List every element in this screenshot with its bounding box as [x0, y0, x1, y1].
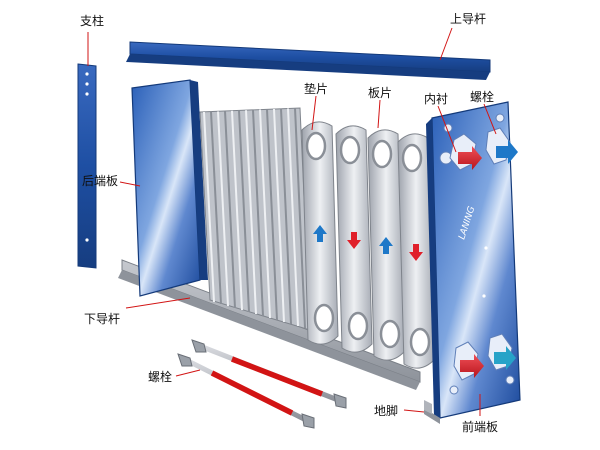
plate-pack: [199, 107, 311, 331]
cold-flow-arrow: [379, 237, 393, 254]
plate-edge: [273, 108, 285, 323]
plate-edge: [287, 108, 299, 327]
plate-port-bottom: [313, 303, 335, 333]
hot-flow-arrow: [347, 232, 361, 249]
label-upper-guide-bar: 上导杆: [450, 12, 487, 26]
plate-port-top: [305, 131, 327, 161]
plate-pack-edges: [203, 108, 306, 329]
hot-flow-arrow: [409, 244, 423, 261]
plate-edge: [224, 111, 236, 309]
plate-edge: [266, 109, 278, 321]
label-rear-end-plate: 后端板: [82, 174, 119, 188]
label-lower-guide-bar: 下导杆: [84, 312, 121, 326]
plate-port-top: [371, 139, 393, 169]
label-bolt-bottom: 螺栓: [148, 370, 173, 384]
label-foot: 地脚: [374, 404, 399, 418]
bolt-upper: [177, 353, 315, 429]
label-plate: 板片: [368, 86, 393, 100]
bolt-lower: [191, 339, 347, 409]
label-front-end-plate: 前端板: [462, 420, 499, 434]
label-gasket: 垫片: [304, 82, 329, 96]
inlet-hot-arrow: [458, 146, 482, 170]
plate-port-bottom: [347, 311, 369, 341]
heat-plate: [397, 133, 435, 369]
label-column: 支柱: [80, 14, 105, 28]
plates-group: [301, 121, 435, 369]
cold-flow-arrow: [313, 225, 327, 242]
plate-edge: [245, 110, 257, 315]
rear-end-plate: [124, 79, 208, 297]
upper-guide-bar: [126, 41, 491, 80]
plate-port-bottom: [409, 327, 431, 357]
plate-edge: [231, 110, 243, 311]
plate-edge: [280, 108, 292, 325]
label-liner: 内衬: [424, 92, 449, 106]
leader-lines: [87, 27, 497, 416]
plate-edge: [294, 108, 306, 329]
plate-port-top: [339, 135, 361, 165]
plate-port-top: [401, 143, 423, 173]
plate-edge: [217, 111, 229, 307]
label-bolt-top: 螺栓: [470, 90, 495, 104]
plate-edge: [203, 111, 215, 303]
inlet-cold-arrow: [494, 346, 516, 370]
heat-plate: [335, 125, 373, 353]
heat-plate: [301, 121, 339, 345]
front-plate-flow-arrows: [458, 140, 518, 378]
plate-edge: [238, 110, 250, 313]
plate-edge: [210, 111, 222, 305]
outlet-hot-arrow: [460, 354, 484, 378]
outlet-cold-arrow: [496, 140, 518, 164]
front-end-plate: LANING: [426, 101, 526, 419]
foot: [424, 400, 440, 424]
plate-edge: [259, 109, 271, 319]
plate-edge: [252, 109, 264, 317]
heat-plate: [367, 129, 405, 361]
support-column: [77, 63, 97, 269]
plate-port-bottom: [379, 319, 401, 349]
